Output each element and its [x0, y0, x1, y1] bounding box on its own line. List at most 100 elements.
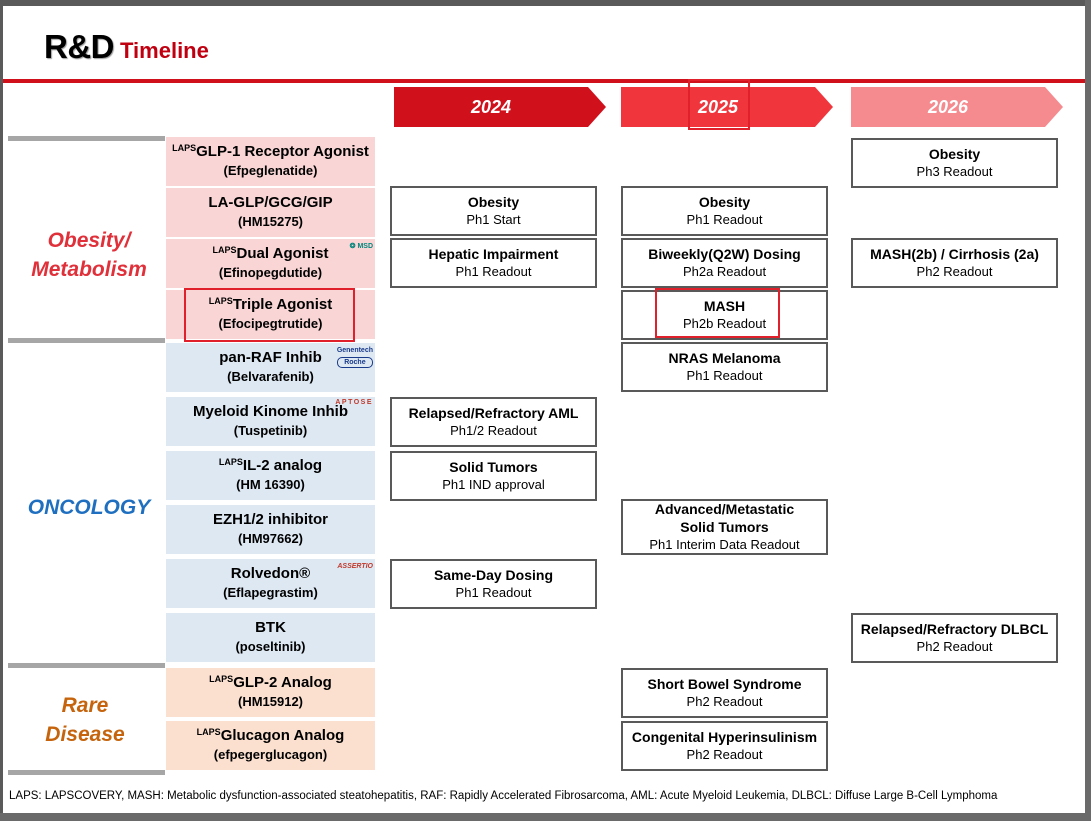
milestone-box: Same-Day Dosing Ph1 Readout: [390, 559, 597, 609]
drug-name: GLP-2 Analog: [233, 674, 332, 691]
title-divider: [3, 79, 1085, 83]
arrow-shape-2026: [851, 87, 1063, 127]
window-frame-bottom: [0, 813, 1091, 821]
milestone-phase: Ph2b Readout: [682, 316, 767, 331]
milestone-phase: Ph2 Readout: [916, 639, 993, 654]
milestone-box: Solid Tumors Ph1 IND approval: [390, 451, 597, 501]
window-frame-top: [0, 0, 1091, 6]
milestone-phase: Ph1 Readout: [455, 585, 532, 600]
laps-superscript: LAPS: [196, 727, 221, 737]
laps-superscript: LAPS: [208, 296, 233, 306]
year-header-2026: 2026: [851, 87, 1063, 127]
milestone-box: MASH(2b) / Cirrhosis (2a) Ph2 Readout: [851, 238, 1058, 288]
drug-code: (Belvarafenib): [227, 369, 314, 384]
milestone-phase: Ph2a Readout: [682, 264, 767, 279]
milestone-box: Obesity Ph1 Start: [390, 186, 597, 236]
milestone-box: Short Bowel Syndrome Ph2 Readout: [621, 668, 828, 718]
milestone-title: MASH: [703, 298, 746, 314]
window-frame-right: [1085, 0, 1091, 821]
milestone-box: Advanced/Metastatic Solid Tumors Ph1 Int…: [621, 499, 828, 555]
category-separator: [8, 136, 165, 141]
milestone-phase: Ph2 Readout: [916, 264, 993, 279]
year-label-2025: 2025: [697, 97, 739, 117]
drug-name: LA-GLP/GCG/GIP: [208, 194, 333, 211]
milestone-box: Relapsed/Refractory AML Ph1/2 Readout: [390, 397, 597, 447]
window-frame-left: [0, 0, 3, 821]
drug-cell: LAPSDual Agonist (Efinopegdutide) ❂ MSD: [166, 239, 375, 288]
drug-code: (Efocipegtrutide): [218, 316, 323, 331]
milestone-box: Biweekly(Q2W) Dosing Ph2a Readout: [621, 238, 828, 288]
footnote-abbreviations: LAPS: LAPSCOVERY, MASH: Metabolic dysfun…: [9, 790, 998, 802]
milestone-box: Hepatic Impairment Ph1 Readout: [390, 238, 597, 288]
arrow-shape-2024: [394, 87, 606, 127]
milestone-box: Obesity Ph3 Readout: [851, 138, 1058, 188]
drug-name: GLP-1 Receptor Agonist: [196, 143, 369, 160]
category-separator: [8, 770, 165, 775]
milestone-phase: Ph2 Readout: [686, 694, 763, 709]
year-label-2026: 2026: [927, 97, 969, 117]
milestone-title: Solid Tumors: [680, 519, 769, 535]
milestone-title: Relapsed/Refractory DLBCL: [860, 621, 1049, 637]
drug-code: (HM15912): [237, 694, 304, 709]
milestone-title: Biweekly(Q2W) Dosing: [648, 246, 801, 262]
drug-code: (poseltinib): [235, 639, 306, 654]
drug-code: (Tuspetinib): [233, 423, 308, 438]
milestone-phase: Ph2 Readout: [686, 747, 763, 762]
drug-cell: LAPSGlucagon Analog (efpegerglucagon): [166, 721, 375, 770]
milestone-box: Congenital Hyperinsulinism Ph2 Readout: [621, 721, 828, 771]
drug-code: (Efpeglenatide): [223, 163, 318, 178]
drug-name: Dual Agonist: [236, 245, 329, 262]
milestone-title: MASH(2b) / Cirrhosis (2a): [870, 246, 1039, 262]
drug-cell: EZH1/2 inhibitor (HM97662): [166, 505, 375, 554]
year-2025-highlight-box: [688, 79, 750, 130]
drug-cell: LA-GLP/GCG/GIP (HM15275): [166, 188, 375, 237]
drug-code: (efpegerglucagon): [213, 747, 328, 762]
drug-name: Glucagon Analog: [220, 727, 345, 744]
milestone-phase: Ph3 Readout: [916, 164, 993, 179]
year-header-2024: 2024: [394, 87, 606, 127]
milestone-title: Advanced/Metastatic: [654, 501, 795, 517]
laps-superscript: LAPS: [172, 143, 197, 153]
milestone-phase: Ph1 Interim Data Readout: [649, 537, 800, 552]
drug-cell: LAPSGLP-1 Receptor Agonist (Efpeglenatid…: [166, 137, 375, 186]
milestone-title: Hepatic Impairment: [428, 246, 559, 262]
drug-name: Rolvedon®: [230, 565, 311, 582]
year-header-2025: 2025: [621, 87, 833, 127]
drug-code: (HM15275): [237, 214, 304, 229]
year-label-2024: 2024: [470, 97, 512, 117]
laps-superscript: LAPS: [209, 674, 234, 684]
milestone-title: Solid Tumors: [449, 459, 538, 475]
drug-code: (Eflapegrastim): [223, 585, 318, 600]
drug-name: BTK: [255, 619, 286, 636]
mash-highlight-box: [655, 288, 780, 338]
drug-cell: LAPSIL-2 analog (HM 16390): [166, 451, 375, 500]
drug-cell: LAPSGLP-2 Analog (HM15912): [166, 668, 375, 717]
drug-name: EZH1/2 inhibitor: [212, 511, 328, 528]
drug-cell: Myeloid Kinome Inhib (Tuspetinib) APTOSE: [166, 397, 375, 446]
laps-superscript: LAPS: [218, 457, 243, 467]
milestone-phase: Ph1 IND approval: [442, 477, 545, 492]
title-main: R&D: [44, 28, 115, 65]
milestone-title: Obesity: [467, 194, 520, 210]
category-separator: [8, 663, 165, 668]
msd-logo-icon: ❂: [349, 243, 356, 250]
milestone-box: NRAS Melanoma Ph1 Readout: [621, 342, 828, 392]
milestone-title: Obesity: [698, 194, 751, 210]
milestone-phase: Ph1 Readout: [455, 264, 532, 279]
triple-agonist-highlight-box: [184, 288, 355, 342]
title-sub: Timeline: [120, 38, 209, 63]
partner-logo-msd: ❂ MSD: [349, 243, 373, 250]
milestone-title: Short Bowel Syndrome: [647, 676, 802, 692]
category-rare-disease: Rare Disease: [45, 694, 125, 746]
drug-name: Myeloid Kinome Inhib: [192, 403, 348, 420]
drug-cell: LAPSTriple Agonist (Efocipegtrutide): [166, 290, 375, 339]
milestone-title: Obesity: [928, 146, 981, 162]
category-oncology: ONCOLOGY: [27, 496, 151, 519]
category-separator: [8, 338, 165, 343]
drug-cell: BTK (poseltinib): [166, 613, 375, 662]
drug-name: Triple Agonist: [232, 296, 333, 313]
drug-cell: Rolvedon® (Eflapegrastim) ASSERTIO: [166, 559, 375, 608]
drug-name: pan-RAF Inhib: [219, 349, 322, 366]
